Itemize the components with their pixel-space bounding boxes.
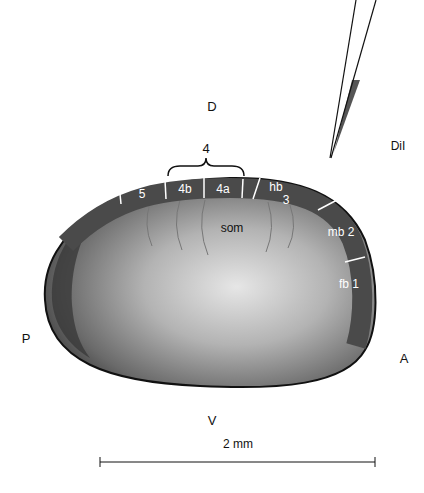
region-label: hb	[269, 181, 282, 193]
axis-letter: D	[207, 100, 216, 113]
pipette	[330, 0, 376, 158]
tissue-label: som	[221, 222, 244, 234]
scale-bar	[100, 457, 375, 467]
embryo-outline	[45, 178, 376, 387]
brace	[168, 158, 244, 176]
region-label: mb 2	[328, 226, 355, 238]
dye-label: DiI	[391, 140, 406, 152]
axis-letter: P	[22, 332, 31, 345]
neural-band	[66, 188, 362, 346]
segment-dividers	[119, 178, 365, 262]
bracket-number: 4	[202, 142, 209, 155]
segment-number: 5	[139, 188, 146, 200]
segment-number: 4a	[216, 183, 229, 195]
segment-number: 4b	[178, 183, 191, 195]
somite-arcs	[147, 200, 294, 255]
axis-letter: V	[208, 414, 217, 427]
region-label: fb 1	[339, 278, 359, 290]
axis-letter: A	[400, 352, 409, 365]
segment-number: 3	[283, 194, 290, 206]
scale-label: 2 mm	[223, 438, 253, 450]
